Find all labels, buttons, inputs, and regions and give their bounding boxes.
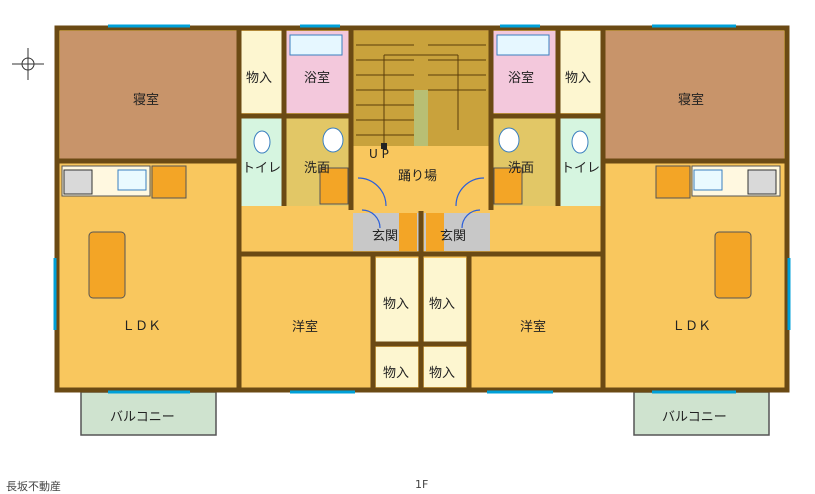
label-ldk-left: ＬＤＫ [122,319,162,334]
label-entrance-left: 玄関 [372,229,399,244]
windows [53,24,791,394]
walls [54,25,790,393]
doors [357,177,485,229]
label-washroom-right: 洗面 [508,161,535,176]
up-marker-dot [381,143,387,149]
label-storage-top-left: 物入 [246,71,273,86]
storage-top-left [241,31,283,113]
shoe-box-left [399,213,417,251]
label-bath-right: 浴室 [508,71,535,86]
label-balcony-left: バルコニー [110,410,175,425]
label-storage-low-1: 物入 [383,366,410,381]
stove-left [63,169,93,195]
toilet-bowl-left [253,130,271,154]
landing [353,146,489,210]
dining-table-right [714,231,752,299]
stove-right [747,169,777,195]
dining-table-left [88,231,126,299]
storage-mid-1 [376,258,418,342]
washer-right [493,167,523,205]
label-bath-left: 浴室 [304,71,331,86]
label-ldk-right: ＬＤＫ [672,319,712,334]
label-toilet-right: トイレ [561,161,601,176]
storage-top-right [560,31,602,113]
fridge-left [151,165,187,199]
shoe-box-right [426,213,444,251]
label-storage-mid-2: 物入 [429,297,456,312]
label-western-right: 洋室 [520,320,547,335]
compass-icon [12,48,44,80]
storage-low-1 [376,347,418,387]
bathtub-left [289,34,343,56]
bathtub-right [496,34,550,56]
label-toilet-left: トイレ [242,161,282,176]
balcony-left [80,391,217,436]
company-name: 長坂不動産 [6,480,61,493]
storage-low-2 [424,347,466,387]
label-washroom-left: 洗面 [304,161,331,176]
sink-right [693,169,723,191]
label-entrance-right: 玄関 [440,229,467,244]
stair-steps [356,44,486,146]
fridge-right [655,165,691,199]
label-storage-low-2: 物入 [429,366,456,381]
label-storage-mid-1: 物入 [383,297,410,312]
label-up: U P [369,147,389,161]
basin-left [322,127,344,153]
label-storage-top-right: 物入 [565,71,592,86]
bedroom-left [60,31,238,159]
floor-label: 1F [415,478,429,491]
label-balcony-right: バルコニー [662,410,727,425]
washer-left [319,167,349,205]
label-bedroom-right: 寝室 [678,93,705,108]
label-bedroom-left: 寝室 [133,93,160,108]
label-landing: 踊り場 [398,169,438,184]
bedroom-right [605,31,784,159]
basin-right [498,127,520,153]
balcony-right [633,391,770,436]
label-western-left: 洋室 [292,320,319,335]
sink-left [117,169,147,191]
stair-landing-strip [414,90,428,146]
storage-mid-2 [424,258,466,342]
toilet-bowl-right [571,130,589,154]
